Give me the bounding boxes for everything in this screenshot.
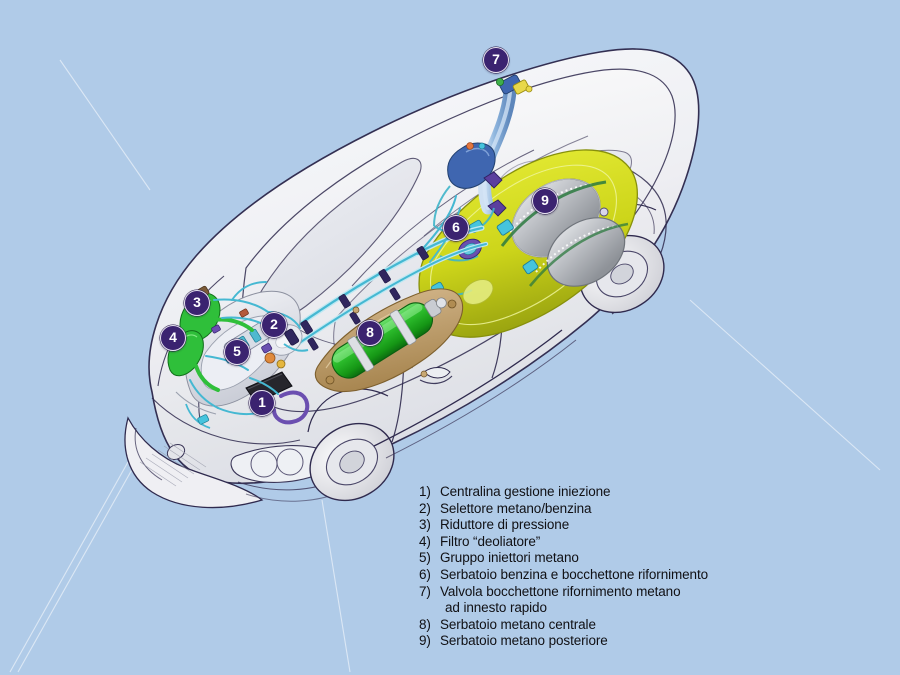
legend-item-3: 3) Riduttore di pressione [419,517,708,534]
methane-petrol-selector [283,328,309,352]
callout-marker-7[interactable]: 7 [483,47,509,73]
legend-item-5: 5) Gruppo iniettori metano [419,550,708,567]
callout-marker-4[interactable]: 4 [160,325,186,351]
car-body [124,48,700,509]
legend-item-2: 2) Selettore metano/benzina [419,501,708,518]
legend-list: 1) Centralina gestione iniezione 2) Sele… [419,484,708,650]
legend-text-8: Serbatoio metano centrale [440,616,596,632]
callout-marker-5[interactable]: 5 [224,339,250,365]
construction-guides [9,59,881,673]
legend-number-9: 9) [419,633,431,649]
legend-text-7b: ad innesto rapido [445,600,547,616]
legend-text-7: Valvola bocchettone rifornimento metano [440,583,681,599]
legend-number-3: 3) [419,517,431,533]
callout-marker-8[interactable]: 8 [357,320,383,346]
legend-number-8: 8) [419,616,431,632]
legend-text-5: Gruppo iniettori metano [440,550,579,566]
legend-text-9: Serbatoio metano posteriore [440,633,608,649]
legend-text-4: Filtro “deoliatore” [440,533,541,549]
legend-number-4: 4) [419,533,431,549]
callout-marker-3[interactable]: 3 [184,290,210,316]
legend-text-6: Serbatoio benzina e bocchettone rifornim… [440,566,709,582]
legend-text-3: Riduttore di pressione [440,517,570,533]
legend-number-1: 1) [419,484,431,499]
legend-item-9: 9) Serbatoio metano posteriore [419,633,708,650]
legend-number-2: 2) [419,500,431,516]
callout-marker-6[interactable]: 6 [443,215,469,241]
legend-number-6: 6) [419,566,431,582]
legend-number-7: 7) [419,583,431,599]
legend-number-5: 5) [419,550,431,566]
callout-marker-9[interactable]: 9 [532,188,558,214]
callout-marker-2[interactable]: 2 [261,312,287,338]
charcoal-canister [447,142,496,189]
centre-cng-cylinder [314,288,464,393]
legend-item-7-continuation: ad innesto rapido [419,600,708,617]
legend-item-8: 8) Serbatoio metano centrale [419,617,708,634]
legend-text-2: Selettore metano/benzina [440,500,592,516]
legend-item-7: 7) Valvola bocchettone rifornimento meta… [419,584,708,601]
callout-marker-1[interactable]: 1 [249,390,275,416]
front-wheel [307,388,395,502]
legend-item-4: 4) Filtro “deoliatore” [419,534,708,551]
legend-text-1: Centralina gestione iniezione [440,484,611,499]
legend-item-6: 6) Serbatoio benzina e bocchettone rifor… [419,567,708,584]
cng-filler-valve [495,74,533,95]
legend-item-1: 1) Centralina gestione iniezione [419,484,708,501]
